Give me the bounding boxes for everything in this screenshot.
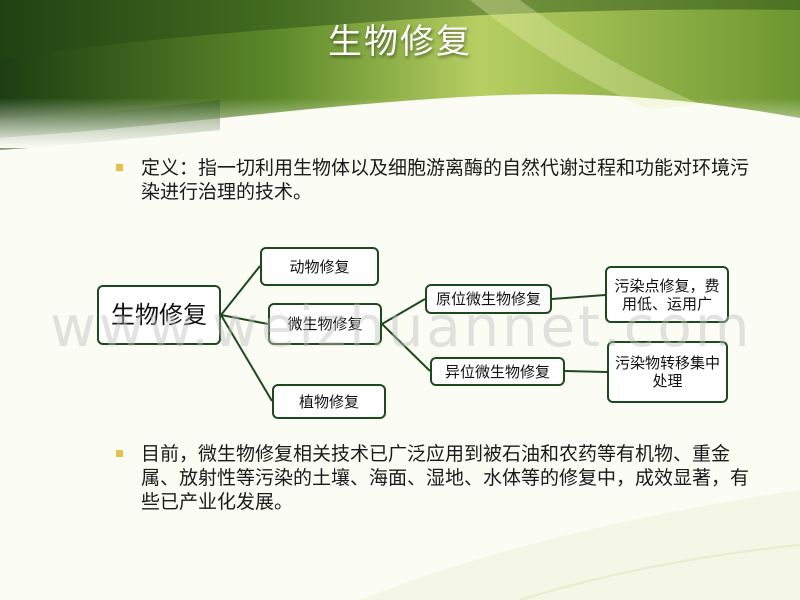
bullet-definition: 定义：指一切利用生物体以及细胞游离酶的自然代谢过程和功能对环境污染进行治理的技术…: [116, 156, 756, 204]
bullet-marker: [116, 164, 123, 171]
node-bioremediation: 生物修复: [97, 285, 221, 345]
connector-root-plant: [220, 314, 273, 402]
node-in-situ-description: 污染点修复，费用低、运用广: [605, 266, 729, 323]
node-in-situ-microbial: 原位微生物修复: [425, 284, 552, 314]
node-microbial-remediation: 微生物修复: [268, 303, 382, 345]
bullet-current-status: 目前，微生物修复相关技术已广泛应用到被石油和农药等有机物、重金属、放射性等污染的…: [116, 442, 756, 514]
node-ex-situ-description: 污染物转移集中处理: [607, 341, 728, 403]
connector-root-animal: [220, 265, 261, 316]
connector-micro-insitu: [381, 298, 426, 325]
connector-micro-exsitu: [381, 323, 431, 372]
bullet-definition-text: 定义：指一切利用生物体以及细胞游离酶的自然代谢过程和功能对环境污染进行治理的技术…: [141, 157, 750, 203]
connector-insitu-desc: [551, 294, 606, 300]
node-animal-remediation: 动物修复: [260, 247, 379, 286]
node-ex-situ-microbial: 异位微生物修复: [430, 357, 565, 386]
slide-title: 生物修复: [328, 22, 472, 62]
bullet-marker: [116, 450, 123, 457]
bullet-current-status-text: 目前，微生物修复相关技术已广泛应用到被石油和农药等有机物、重金属、放射性等污染的…: [141, 443, 750, 513]
connector-root-micro: [220, 314, 269, 325]
node-plant-remediation: 植物修复: [272, 384, 386, 419]
connector-exsitu-desc: [564, 370, 608, 373]
